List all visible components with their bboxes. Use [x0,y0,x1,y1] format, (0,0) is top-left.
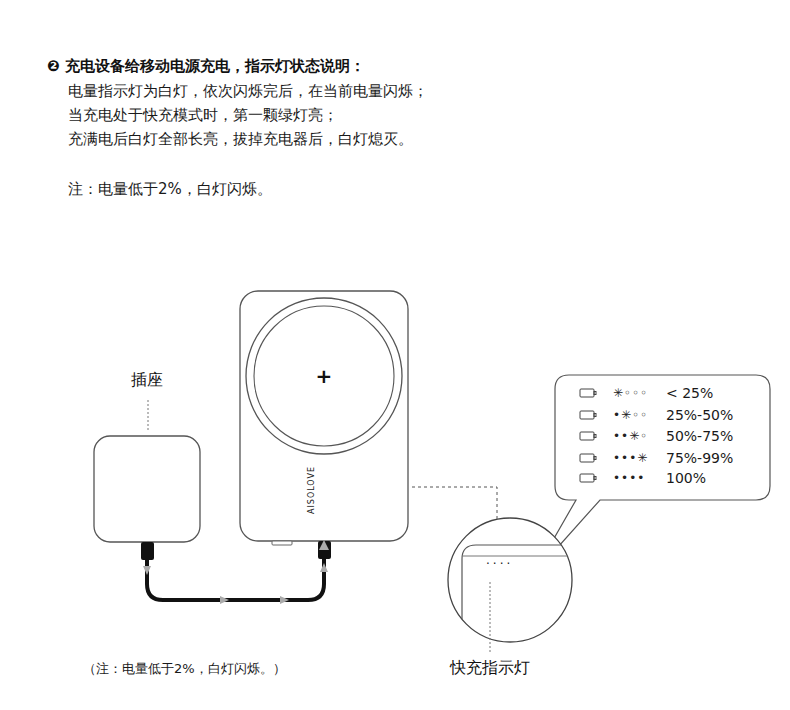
flow-arrow [143,566,151,575]
flow-arrow [320,563,328,572]
charge-level: < 25% [666,385,713,401]
power-bank: + AISOLOVE [240,291,408,541]
zoom-leader [412,487,497,519]
brand-logo: AISOLOVE [307,466,317,514]
flow-arrow [220,596,229,604]
callout-bubble [533,375,770,575]
led-pattern: ••✳◦ [613,428,648,444]
charge-level: 25%-50% [666,407,733,423]
note-text: 电量指示灯为白灯，依次闪烁完后，在当前电量闪烁； [68,82,428,101]
note-text: 注：电量低于2%，白灯闪烁。 [68,180,272,199]
led-pattern: •✳◦◦ [613,407,648,423]
magnified-edge [462,545,580,650]
led-pattern: •••✳ [613,450,648,466]
leader-line [148,400,149,432]
heading: ❷ 充电设备给移动电源充电，指示灯状态说明： [47,57,365,76]
socket: 插座 [94,436,200,542]
wireless-ring [246,298,402,454]
powerbank-outline [240,291,408,541]
part-label: 快充指示灯 [450,658,530,679]
note-text: 充满电后白灯全部长亮，拔掉充电器后，白灯熄灭。 [68,130,413,149]
wireless-pad [254,306,394,446]
charge-level: 100% [666,470,706,486]
charging-cable [147,541,324,600]
indicator-callout: ✳◦◦◦ < 25% •✳◦◦ 25%-50% ••✳◦ 50%-75% •••✳ 75%-9… [555,375,770,500]
part-label: 插座 [131,370,163,391]
note-text: （注：电量低于2%，白灯闪烁。） [83,660,286,678]
led-pattern: •••• [613,470,645,486]
indicator-dots: ···· [486,558,513,570]
magnifier: ····快充指示灯 [448,518,572,642]
port [272,541,292,545]
note-text: 当充电处于快充模式时，第一颗绿灯亮； [68,106,338,125]
socket-outline [94,436,200,542]
battery-icons [580,389,596,482]
plus-mark: + [316,366,333,386]
charge-level: 50%-75% [666,428,733,444]
leader-line [490,582,491,652]
magnifier-circle [448,518,572,642]
led-pattern: ✳◦◦◦ [613,385,648,401]
charge-level: 75%-99% [666,450,733,466]
flow-arrow [280,596,289,604]
